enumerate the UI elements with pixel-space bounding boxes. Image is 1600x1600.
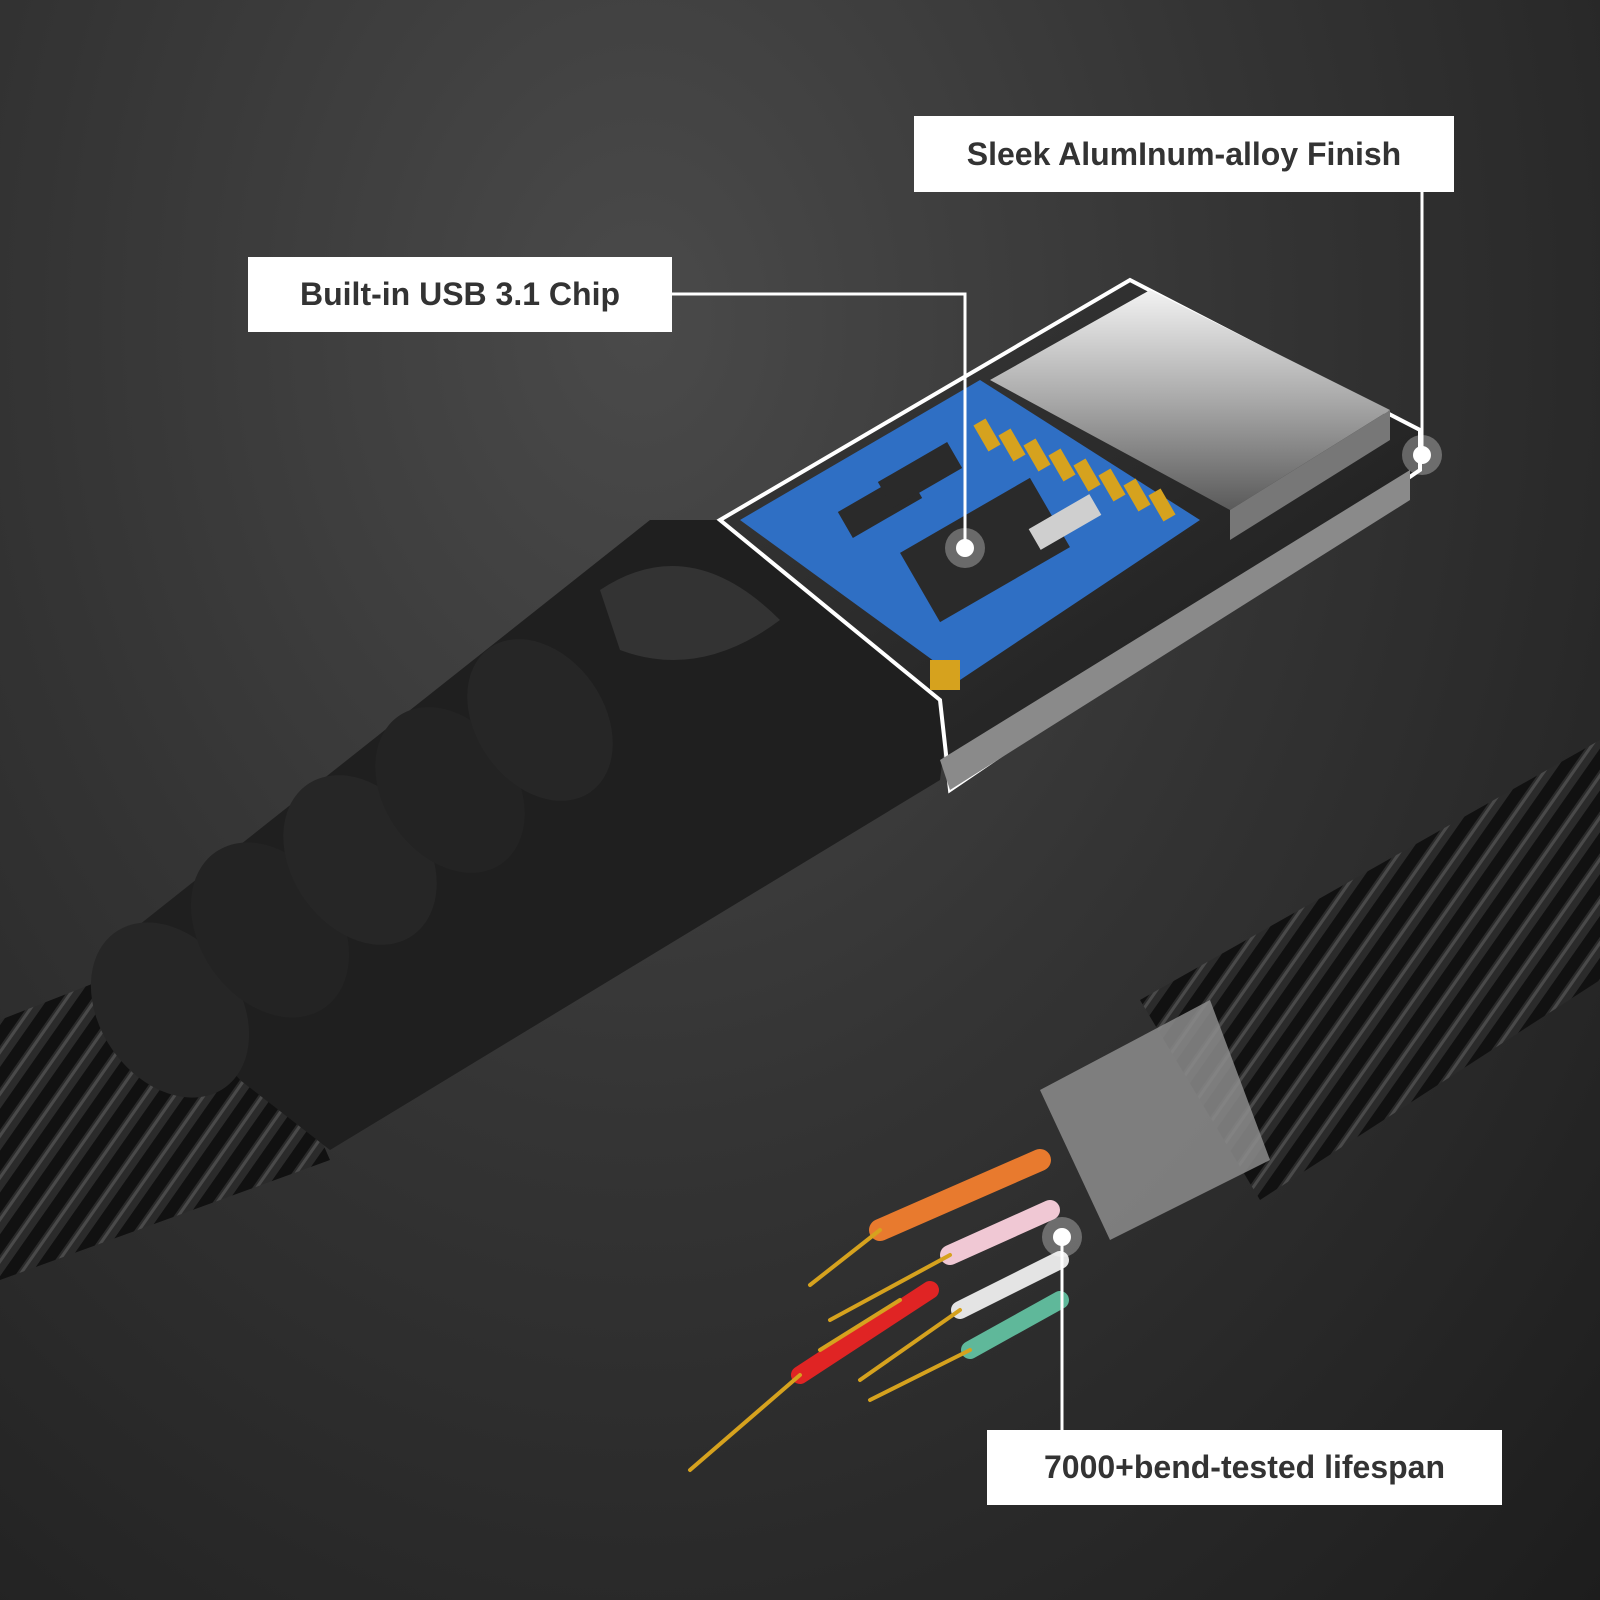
pcb-board [740, 380, 1200, 690]
callout-bend-lifespan: 7000+bend-tested lifespan [987, 1430, 1502, 1505]
callout-aluminum-finish: Sleek AlumInum-alloy Finish [914, 116, 1454, 192]
callout-lines [672, 190, 1424, 1430]
braided-cable-right [1040, 740, 1600, 1240]
usb-c-plug [990, 290, 1390, 540]
callout-markers [945, 435, 1442, 1257]
exposed-wires [688, 1149, 1069, 1472]
callout-usb-chip: Built-in USB 3.1 Chip [248, 257, 672, 332]
strain-relief-boot [90, 520, 950, 1150]
